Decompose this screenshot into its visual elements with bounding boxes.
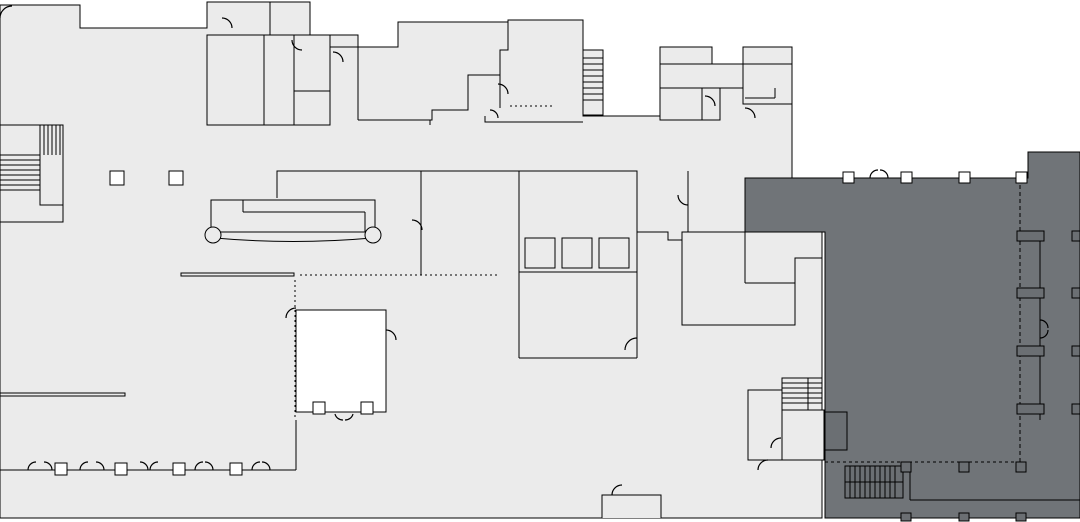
room-top-right-1 (659, 63, 744, 89)
column (229, 462, 243, 476)
room-top-right-3 (701, 87, 721, 121)
staircase-upper (582, 49, 604, 116)
staircase-dark (844, 465, 904, 499)
long-table (204, 199, 382, 244)
column (172, 462, 186, 476)
staircase-left (0, 124, 64, 223)
partition-wall (180, 272, 295, 277)
room-top-4 (293, 90, 331, 126)
column (168, 170, 184, 186)
dark-room-sub (824, 411, 848, 451)
door-swings (0, 5, 1049, 496)
room-top-3 (293, 34, 331, 92)
room-lower-right (747, 389, 783, 461)
display-case (524, 237, 556, 269)
open-room (295, 309, 387, 413)
staircase-lower (781, 377, 823, 411)
room-top-right-4 (742, 63, 793, 105)
room-top-2 (263, 34, 295, 126)
room-lower-right-2 (781, 409, 825, 461)
column (109, 170, 125, 186)
partition-wall (0, 392, 126, 397)
room-top-left (206, 34, 265, 126)
column (114, 462, 128, 476)
room-top-right-2 (659, 87, 703, 121)
display-case (561, 237, 593, 269)
display-case (598, 237, 630, 269)
column (54, 462, 68, 476)
